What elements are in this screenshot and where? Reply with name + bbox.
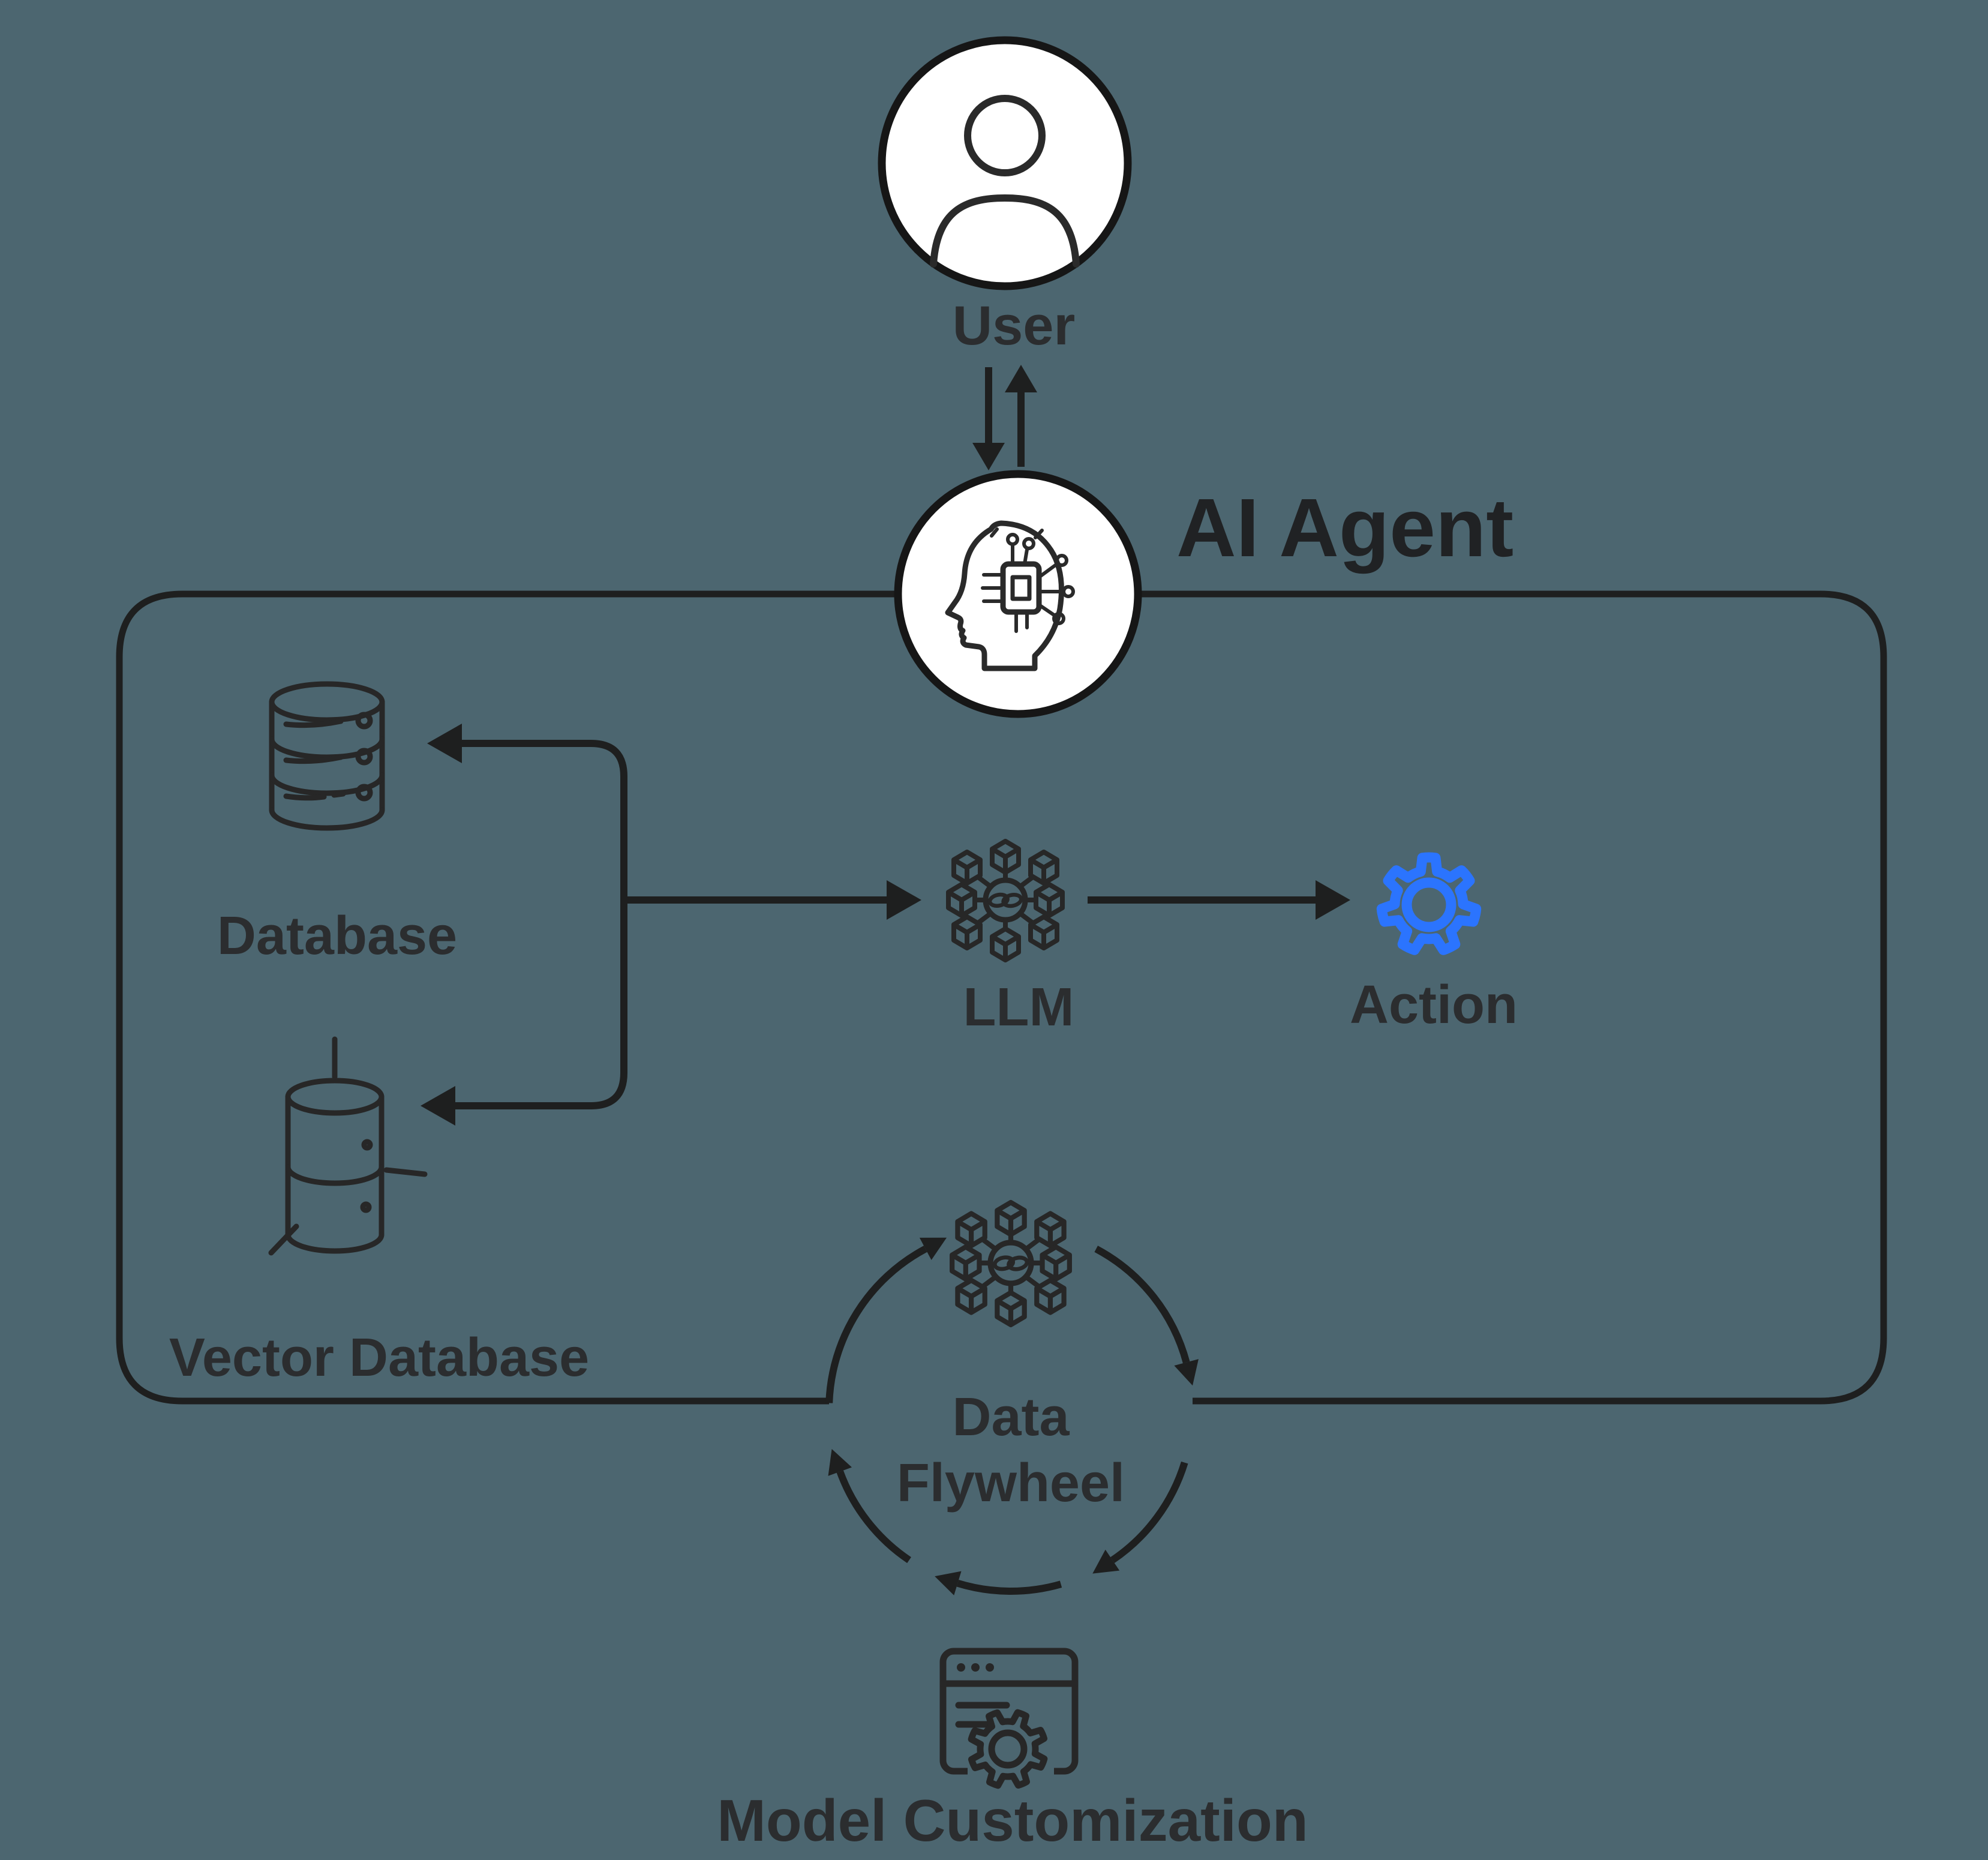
user-agent-arrows xyxy=(985,367,1025,467)
arrowhead xyxy=(427,724,462,763)
data-flywheel-label-line1: Data xyxy=(952,1387,1070,1447)
vector-cylinder-icon xyxy=(268,1036,428,1256)
arrowhead xyxy=(972,443,1005,470)
llm-label: LLM xyxy=(963,977,1074,1037)
ai-agent-circle xyxy=(894,470,1142,718)
flywheel-arc xyxy=(825,1246,927,1403)
ai-agent-label: AI Agent xyxy=(1176,482,1513,574)
vector-database-node: Vector Database xyxy=(169,1036,589,1388)
browser-gear-icon xyxy=(939,1648,1079,1789)
model-customization-label: Model Customization xyxy=(717,1787,1308,1853)
llm-node: LLM xyxy=(948,841,1074,1037)
action-label: Action xyxy=(1350,975,1518,1035)
arrowhead xyxy=(887,880,921,920)
flywheel-arc xyxy=(956,1580,1062,1595)
arrowhead xyxy=(1316,880,1350,920)
arrowhead xyxy=(421,1086,455,1126)
user-circle xyxy=(878,36,1132,290)
gear-hole xyxy=(1401,877,1457,932)
flywheel-arc xyxy=(1094,1246,1190,1364)
arrowhead xyxy=(828,1449,852,1476)
arrowhead xyxy=(919,1237,947,1261)
flywheel-cycle-arrows xyxy=(825,1237,1199,1595)
person-icon xyxy=(930,95,1080,268)
data-flywheel-label-line2: Flywheel xyxy=(897,1453,1125,1513)
arrowhead xyxy=(935,1571,962,1595)
user-node: User xyxy=(878,36,1132,356)
ai-agent-node: AI Agent xyxy=(894,470,1513,718)
database-label: Database xyxy=(217,906,457,966)
data-flywheel-node: Data Flywheel xyxy=(825,1202,1199,1595)
user-label: User xyxy=(953,295,1076,356)
action-node: Action xyxy=(1350,852,1518,1035)
arrowhead xyxy=(1174,1359,1199,1386)
database-node: Database xyxy=(217,681,457,966)
arrowhead xyxy=(1092,1549,1120,1574)
vector-database-label: Vector Database xyxy=(169,1328,589,1388)
database-stack-icon xyxy=(269,681,385,831)
retrieval-bracket xyxy=(454,740,627,1109)
model-customization-gear-icon xyxy=(968,1709,1048,1789)
flywheel-arc xyxy=(836,1470,911,1564)
flywheel-arc xyxy=(1110,1461,1188,1564)
gear-hole xyxy=(988,1729,1028,1769)
arrowhead xyxy=(1005,365,1037,392)
ai-head-chip-icon xyxy=(945,520,1075,671)
model-customization-node: Model Customization xyxy=(717,1648,1308,1853)
gear-icon xyxy=(1376,852,1482,955)
